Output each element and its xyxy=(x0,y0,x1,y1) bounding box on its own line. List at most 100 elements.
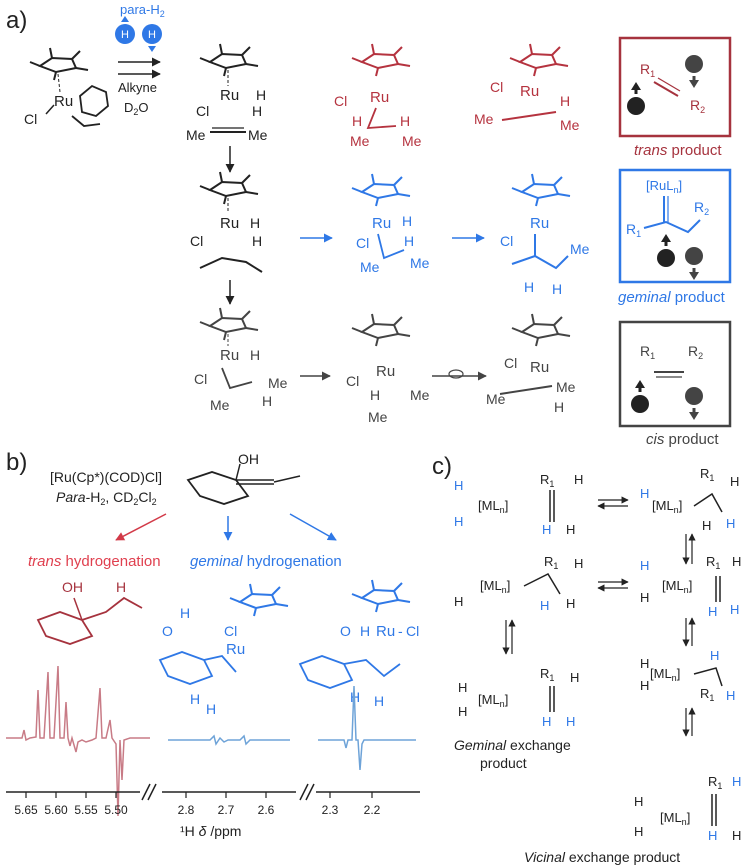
alkyne-label: Alkyne xyxy=(118,80,157,95)
svg-text:H: H xyxy=(640,558,649,573)
svg-text:H: H xyxy=(640,656,649,671)
svg-text:H: H xyxy=(702,518,711,533)
panel-c-label: c) xyxy=(432,453,452,480)
exchange-intermediate-2: H [MLn] R1 H H H xyxy=(640,466,739,533)
svg-text:H: H xyxy=(400,113,410,129)
vicinal-exchange-label: Vicinal exchange product xyxy=(524,849,680,865)
geminal-nmr-spectrum-2 xyxy=(318,685,416,771)
svg-text:H: H xyxy=(634,824,643,839)
svg-text:Me: Me xyxy=(410,255,430,271)
svg-text:Cl: Cl xyxy=(224,623,237,639)
svg-text:R1: R1 xyxy=(700,686,714,703)
svg-text:R1: R1 xyxy=(544,554,558,571)
svg-text:H: H xyxy=(360,623,370,639)
svg-text:H: H xyxy=(252,233,262,249)
cis-pathway-complex-2: Ru Cl H Me Me xyxy=(346,313,430,425)
svg-text:R1: R1 xyxy=(708,774,722,791)
svg-text:H: H xyxy=(560,93,570,109)
vinyl-hydride-complex: Ru H Cl H xyxy=(190,171,263,273)
svg-text:Cl: Cl xyxy=(504,355,517,371)
svg-text:H: H xyxy=(121,29,129,41)
svg-text:H: H xyxy=(190,691,200,707)
svg-text:R1: R1 xyxy=(640,61,655,79)
svg-text:H: H xyxy=(542,714,551,729)
svg-text:H: H xyxy=(524,279,534,295)
svg-text:H: H xyxy=(634,794,643,809)
d2o-label: D2O xyxy=(124,100,149,117)
svg-text:Me: Me xyxy=(248,127,268,143)
axis-tick-label: 2.7 xyxy=(218,803,235,817)
svg-text:R2: R2 xyxy=(688,343,703,361)
svg-text:R1: R1 xyxy=(700,466,714,483)
svg-text:Cl: Cl xyxy=(334,93,347,109)
svg-text:H: H xyxy=(454,594,463,609)
geminal-exchange-label: Geminal exchange xyxy=(454,737,571,753)
svg-text:H: H xyxy=(726,516,735,531)
cis-pathway-complex-3: Cl Ru Me Me H xyxy=(486,313,576,415)
svg-text:Ru: Ru xyxy=(220,347,239,364)
svg-text:Cl: Cl xyxy=(190,233,203,249)
svg-text:H: H xyxy=(252,103,262,119)
trans-hydrogenation-label: trans hydrogenation xyxy=(28,553,161,570)
vicinal-exchange-product: H H [MLn] R1 H H H xyxy=(634,774,741,843)
svg-text:H: H xyxy=(404,233,414,249)
cis-pathway-complex-1: Ru H Cl Me Me H xyxy=(194,307,288,413)
svg-text:H: H xyxy=(206,701,216,717)
svg-text:[MLn]: [MLn] xyxy=(478,498,508,515)
svg-text:R1: R1 xyxy=(540,666,554,683)
svg-text:H: H xyxy=(540,598,549,613)
svg-text:Ru: Ru xyxy=(370,89,389,106)
equilibrium-arrow-3 xyxy=(597,578,629,592)
svg-text:H: H xyxy=(370,387,380,403)
axis-tick-label: 5.50 xyxy=(104,803,128,817)
svg-text:H: H xyxy=(640,678,649,693)
svg-text:H: H xyxy=(262,393,272,409)
equilibrium-arrow-6 xyxy=(682,707,696,737)
trans-product-label: trans product xyxy=(634,142,722,159)
svg-text:H: H xyxy=(710,648,719,663)
svg-text:Cl: Cl xyxy=(406,623,419,639)
svg-text:OH: OH xyxy=(238,451,259,467)
svg-text:H: H xyxy=(116,579,126,595)
svg-text:OH: OH xyxy=(62,579,83,595)
svg-text:Cl: Cl xyxy=(194,371,207,387)
geminal-pathway-complex-1: Ru H Cl Me Me H xyxy=(351,173,430,275)
exchange-intermediate-1: H H [MLn] R1 H H H xyxy=(454,472,583,537)
svg-text:H: H xyxy=(730,602,739,617)
panel-a-label: a) xyxy=(6,7,27,34)
geminal-product-box: [RuLn] R1 R2 xyxy=(618,168,732,284)
svg-text:H: H xyxy=(732,774,741,789)
svg-text:Ru: Ru xyxy=(530,215,549,232)
svg-text:Ru: Ru xyxy=(520,83,539,100)
arrow-to-geminal-2 xyxy=(289,513,337,541)
axis-tick-label: 2.6 xyxy=(258,803,275,817)
axis-tick-label: 2.3 xyxy=(322,803,339,817)
svg-text:H: H xyxy=(730,474,739,489)
svg-text:Me: Me xyxy=(368,409,388,425)
svg-text:Cl: Cl xyxy=(24,111,37,127)
svg-text:[MLn]: [MLn] xyxy=(480,578,510,595)
svg-text:H: H xyxy=(566,522,575,537)
conditions-label: Para-H2, CD2Cl2 xyxy=(56,489,157,507)
substrate-propargyl-alcohol: OH xyxy=(186,451,301,505)
svg-text:H: H xyxy=(552,281,562,297)
svg-text:H: H xyxy=(732,554,741,569)
svg-text:Me: Me xyxy=(570,241,590,257)
svg-text:H: H xyxy=(542,522,551,537)
svg-text:R1: R1 xyxy=(540,472,554,489)
rotation-icon xyxy=(448,369,464,379)
svg-text:H: H xyxy=(640,590,649,605)
svg-text:H: H xyxy=(402,213,412,229)
svg-text:Ru: Ru xyxy=(226,641,245,658)
svg-text:Cl: Cl xyxy=(490,79,503,95)
svg-text:Me: Me xyxy=(350,133,370,149)
trans-product-box: R1 R2 xyxy=(618,36,732,138)
svg-text:H: H xyxy=(250,215,260,231)
equilibrium-arrow-5 xyxy=(682,617,696,647)
svg-text:H: H xyxy=(374,693,384,709)
svg-text:R1: R1 xyxy=(626,221,641,239)
svg-text:R1: R1 xyxy=(640,343,655,361)
exchange-intermediate-4: H H [MLn] R1 H H H xyxy=(640,554,741,619)
